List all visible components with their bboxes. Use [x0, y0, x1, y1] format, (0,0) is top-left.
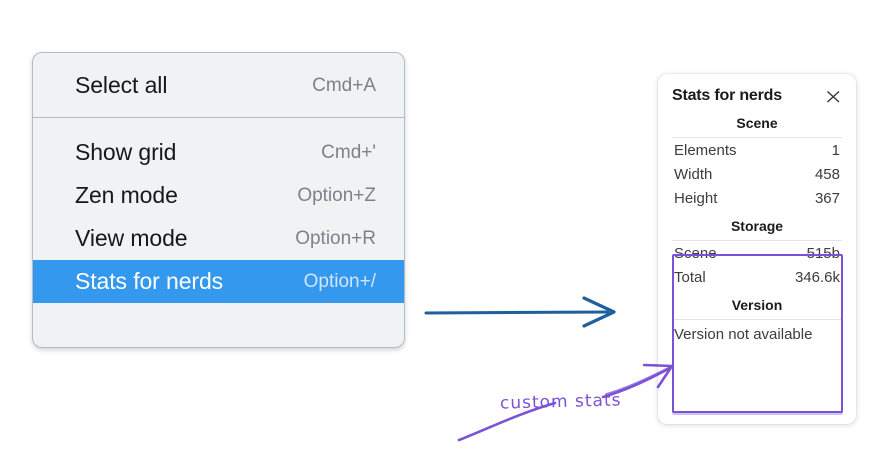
menu-item-label: Show grid [75, 139, 177, 165]
section-divider [672, 319, 842, 320]
menu-item-shortcut: Option+R [295, 227, 376, 249]
stats-section-scene: Scene Elements 1 Width 458 Height 367 [672, 107, 842, 210]
section-heading: Storage [730, 218, 784, 234]
context-menu[interactable]: Select all Cmd+A Show grid Cmd+' Zen mod… [32, 52, 405, 348]
close-icon[interactable] [825, 88, 842, 105]
table-row: Height 367 [672, 186, 842, 210]
stats-section-version: Version Version not available [672, 289, 842, 347]
flow-arrow-icon [424, 296, 616, 328]
row-value: 1 [831, 142, 840, 159]
table-row: Elements 1 [672, 138, 842, 162]
menu-group-top: Select all Cmd+A [33, 53, 404, 117]
stats-panel-title: Stats for nerds [672, 87, 782, 104]
table-row: Scene 515b [672, 241, 842, 265]
menu-item-label: Stats for nerds [75, 268, 224, 294]
menu-item-stats-for-nerds[interactable]: Stats for nerds Option+/ [33, 260, 404, 303]
stats-panel-header: Stats for nerds [672, 74, 842, 107]
row-value: 515b [806, 245, 840, 262]
custom-stats-note: custom stats [499, 390, 622, 414]
row-key: Total [674, 269, 706, 286]
menu-item-view-mode[interactable]: View mode Option+R [33, 217, 404, 260]
section-heading: Version [731, 297, 783, 313]
menu-item-zen-mode[interactable]: Zen mode Option+Z [33, 174, 404, 217]
stats-section-storage: Storage Scene 515b Total 346.6k [672, 210, 842, 289]
menu-item-select-all[interactable]: Select all Cmd+A [33, 64, 404, 107]
row-value: 367 [814, 190, 840, 207]
version-status-text: Version not available [674, 326, 813, 343]
table-row: Total 346.6k [672, 265, 842, 289]
row-key: Width [674, 166, 713, 183]
menu-item-show-grid[interactable]: Show grid Cmd+' [33, 131, 404, 174]
row-key: Elements [674, 142, 737, 159]
menu-item-shortcut: Option+Z [297, 184, 376, 206]
section-heading: Scene [736, 115, 778, 131]
row-value: 458 [814, 166, 840, 183]
menu-item-shortcut: Cmd+A [312, 74, 376, 96]
menu-item-shortcut: Cmd+' [321, 141, 376, 163]
table-row: Width 458 [672, 162, 842, 186]
section-divider [672, 137, 842, 138]
stats-for-nerds-panel: Stats for nerds Scene Elements 1 Width 4… [658, 74, 856, 424]
row-key: Scene [674, 245, 717, 262]
row-key: Height [674, 190, 718, 207]
menu-item-label: Select all [75, 72, 168, 98]
section-divider [672, 240, 842, 241]
menu-group-bottom: Show grid Cmd+' Zen mode Option+Z View m… [33, 118, 404, 312]
row-value: 346.6k [794, 269, 840, 286]
menu-item-label: View mode [75, 225, 188, 251]
menu-separator [33, 117, 404, 118]
menu-item-label: Zen mode [75, 182, 178, 208]
menu-item-shortcut: Option+/ [303, 270, 376, 292]
